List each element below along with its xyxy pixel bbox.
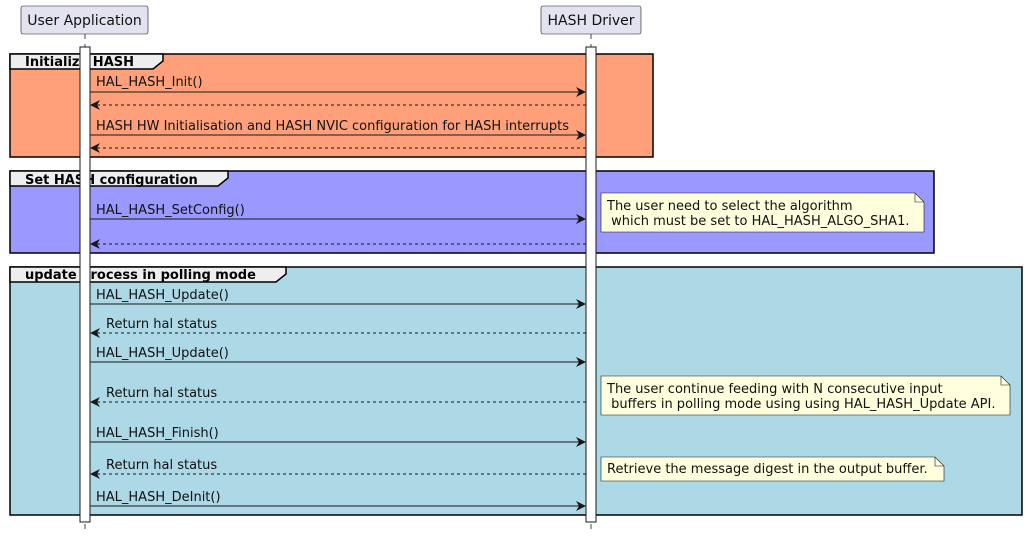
- participant-label: User Application: [27, 13, 142, 29]
- message-return-hal-status: Return hal status: [90, 386, 586, 407]
- message-label: HAL_HASH_Update(): [96, 288, 229, 303]
- message-hal-hash-finish: HAL_HASH_Finish(): [90, 426, 586, 447]
- message-label: Return hal status: [106, 317, 217, 332]
- note-line: The user need to select the algorithm: [606, 199, 853, 214]
- note-line: The user continue feeding with N consecu…: [606, 382, 943, 397]
- message-label: HAL_HASH_Update(): [96, 346, 229, 361]
- message-hal-hash-update: HAL_HASH_Update(): [90, 288, 586, 309]
- message-label: HASH HW Initialisation and HASH NVIC con…: [96, 119, 569, 134]
- activation-bar-user: [79, 46, 91, 523]
- message-hal-hash-update: HAL_HASH_Update(): [90, 346, 586, 367]
- message-label: HAL_HASH_Init(): [96, 75, 203, 90]
- message-label: HAL_HASH_Finish(): [96, 426, 219, 441]
- message-hw-initialisation: HASH HW Initialisation and HASH NVIC con…: [90, 119, 586, 140]
- participant-hash-driver: HASH Driver: [540, 5, 642, 35]
- participant-label: HASH Driver: [547, 13, 634, 29]
- message-return-hal-status: Return hal status: [90, 317, 586, 338]
- note-retrieve-digest: Retrieve the message digest in the outpu…: [600, 456, 945, 482]
- message-label: Return hal status: [106, 458, 217, 473]
- participant-user-application: User Application: [20, 5, 149, 35]
- group-title: update process in polling mode: [25, 268, 256, 283]
- note-line: which must be set to HAL_HASH_ALGO_SHA1.: [607, 214, 909, 229]
- note-continue-feeding: The user continue feeding with N consecu…: [600, 375, 1011, 416]
- message-label: HAL_HASH_DeInit(): [96, 490, 221, 505]
- activation-bar-driver: [585, 46, 597, 523]
- group-title: Set HASH configuration: [25, 173, 198, 188]
- message-label: Return hal status: [106, 386, 217, 401]
- note-line: Retrieve the message digest in the outpu…: [607, 462, 928, 477]
- note-select-algorithm: The user need to select the algorithm wh…: [600, 192, 925, 233]
- message-hal-hash-setconfig: HAL_HASH_SetConfig(): [90, 203, 586, 224]
- message-return-hal-status: Return hal status: [90, 458, 586, 479]
- note-line: buffers in polling mode using using HAL_…: [607, 397, 996, 412]
- message-hal-hash-init: HAL_HASH_Init(): [90, 75, 586, 97]
- message-hal-hash-deinit: HAL_HASH_DeInit(): [90, 490, 586, 511]
- message-label: HAL_HASH_SetConfig(): [96, 203, 245, 218]
